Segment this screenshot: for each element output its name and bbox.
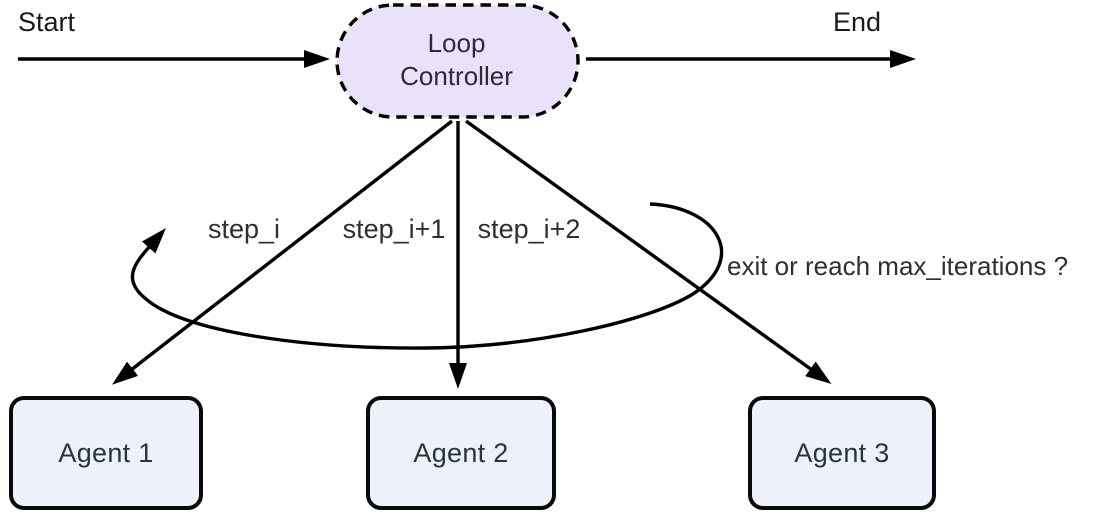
loop-controller-shape	[335, 3, 580, 119]
agent2-label: Agent 2	[413, 437, 509, 468]
exit-condition-label: exit or reach max_iterations ?	[727, 251, 1069, 281]
agent2-node: Agent 2	[366, 396, 556, 510]
loop-back-arrow	[130, 202, 724, 350]
agent3-node: Agent 3	[748, 396, 936, 510]
end-label: End	[833, 7, 882, 37]
agent1-label: Agent 1	[58, 437, 154, 468]
start-label: Start	[18, 7, 76, 37]
step-i2-label: step_i+2	[477, 214, 581, 244]
loop-controller-label-line1: Loop	[427, 28, 486, 58]
edge-step-i2-to-agent3	[465, 119, 832, 385]
step-i1-label: step_i+1	[342, 214, 446, 244]
loop-controller-label-line2: Controller	[400, 61, 513, 91]
loop-controller-node: Loop Controller	[335, 3, 578, 117]
step-i-label: step_i	[207, 214, 281, 244]
edge-step-i-to-agent1	[112, 119, 454, 385]
agent3-label: Agent 3	[794, 437, 890, 468]
agent1-node: Agent 1	[9, 396, 203, 510]
